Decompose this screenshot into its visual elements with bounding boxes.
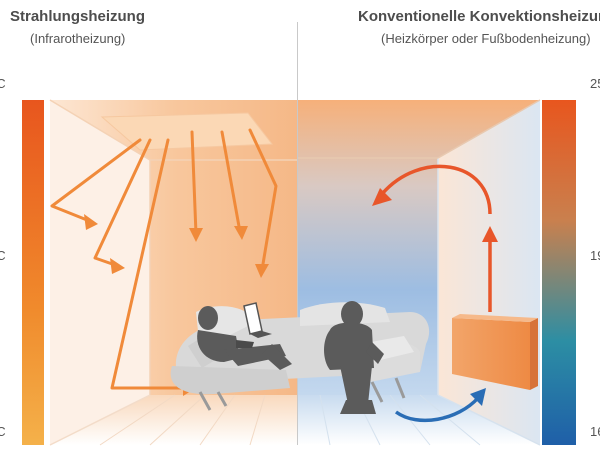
laptop-icon [243, 302, 272, 338]
left-floor [50, 395, 298, 445]
temperature-bar-left [22, 100, 44, 445]
left-subtitle: (Infrarotheizung) [30, 31, 126, 46]
temperature-bar-right [542, 100, 576, 445]
radiant-arrows [50, 128, 278, 390]
person-reading-laptop [197, 306, 292, 370]
left-room [49, 99, 298, 446]
right-title: Konventionelle Konvektionsheizung [358, 8, 600, 25]
right-room [298, 99, 541, 446]
left-title: Strahlungsheizung [10, 8, 145, 25]
left-tick-mid: °C [0, 248, 6, 263]
right-tick-mid: 19 [590, 248, 600, 263]
left-wall [50, 100, 150, 445]
right-tick-bottom: 16 [590, 424, 600, 439]
left-tick-top: °C [0, 76, 6, 91]
radiant-arrowheads [84, 214, 269, 396]
radiator-icon [452, 314, 538, 390]
right-tick-top: 25 [590, 76, 600, 91]
convection-arrows [372, 164, 498, 423]
person-sitting [324, 301, 384, 414]
infrared-panel-icon [100, 112, 273, 151]
left-tick-bottom: °C [0, 424, 6, 439]
right-subtitle: (Heizkörper oder Fußbodenheizung) [381, 31, 591, 46]
